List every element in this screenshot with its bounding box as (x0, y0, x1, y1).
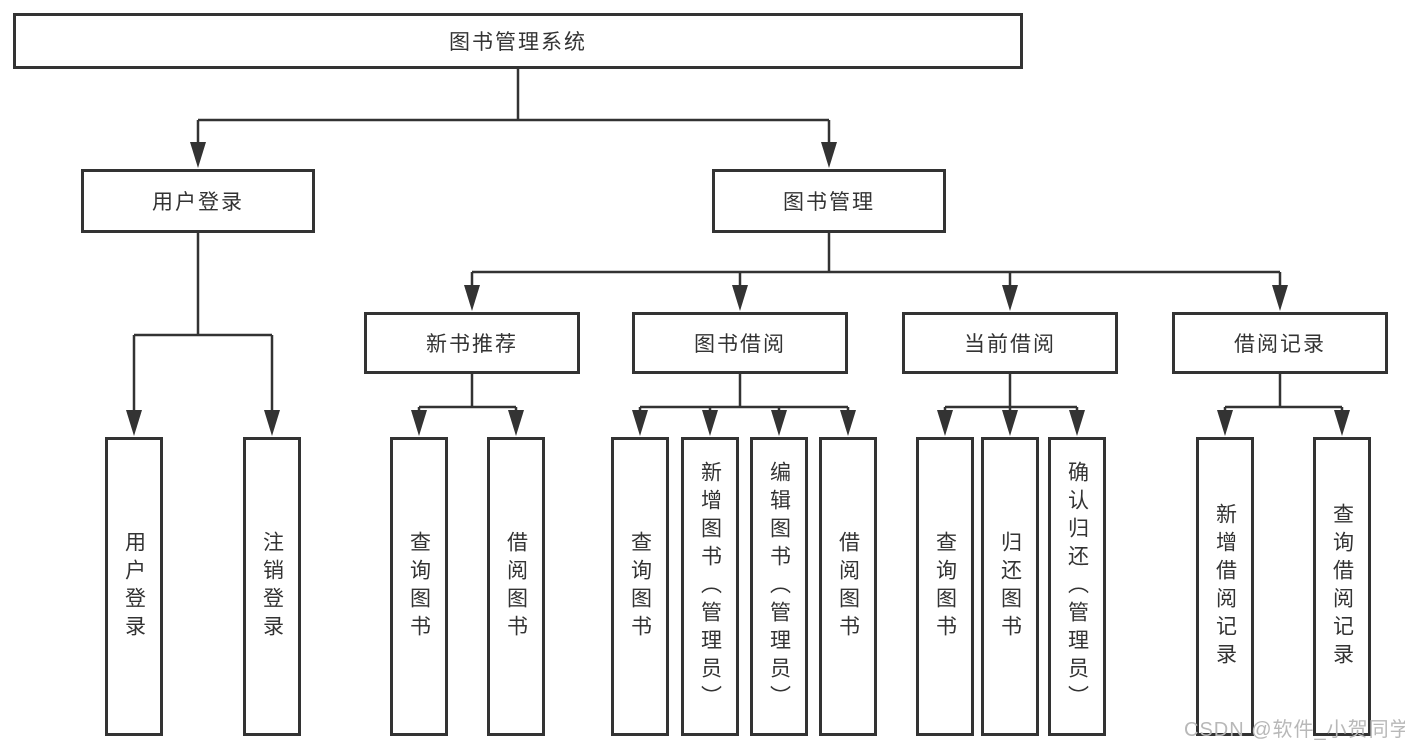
node-book-management-branch: 图书管理 (712, 169, 946, 233)
node-label: 用户登录 (122, 530, 146, 643)
leaf-current-return-books: 归还图书 (981, 437, 1039, 736)
node-label: 查询借阅记录 (1330, 502, 1354, 671)
leaf-current-query-books: 查询图书 (916, 437, 974, 736)
node-label: 查询图书 (407, 530, 431, 643)
leaf-borrowing-edit-books-admin: 编辑图书（管理员） (750, 437, 808, 736)
node-label: 归还图书 (998, 530, 1022, 643)
node-label: 新增图书（管理员） (698, 460, 722, 713)
node-label: 确认归还（管理员） (1065, 460, 1089, 713)
leaf-recommend-query-books: 查询图书 (390, 437, 448, 736)
leaf-borrowing-add-books-admin: 新增图书（管理员） (681, 437, 739, 736)
leaf-records-add-borrow-record: 新增借阅记录 (1196, 437, 1254, 736)
node-label: 图书管理 (783, 191, 875, 214)
node-label: 借阅记录 (1234, 333, 1326, 356)
leaf-borrowing-borrow-books: 借阅图书 (819, 437, 877, 736)
node-label: 用户登录 (152, 191, 244, 214)
node-user-login-branch: 用户登录 (81, 169, 315, 233)
node-label: 图书借阅 (694, 333, 786, 356)
leaf-borrowing-query-books: 查询图书 (611, 437, 669, 736)
node-label: 借阅图书 (504, 530, 528, 643)
node-book-borrowing: 图书借阅 (632, 312, 848, 374)
leaf-records-query-borrow-record: 查询借阅记录 (1313, 437, 1371, 736)
node-label: 图书管理系统 (449, 31, 587, 54)
leaf-recommend-borrow-books: 借阅图书 (487, 437, 545, 736)
node-label: 查询图书 (933, 530, 957, 643)
node-label: 借阅图书 (836, 530, 860, 643)
leaf-current-confirm-return-admin: 确认归还（管理员） (1048, 437, 1106, 736)
node-new-book-recommend: 新书推荐 (364, 312, 580, 374)
node-borrowing-records: 借阅记录 (1172, 312, 1388, 374)
leaf-logout: 注销登录 (243, 437, 301, 736)
node-label: 查询图书 (628, 530, 652, 643)
node-label: 注销登录 (260, 530, 284, 643)
node-label: 编辑图书（管理员） (767, 460, 791, 713)
csdn-watermark: CSDN @软件_小贺同学 (1184, 719, 1405, 741)
node-library-management-system: 图书管理系统 (13, 13, 1023, 69)
node-label: 新书推荐 (426, 333, 518, 356)
node-current-borrowing: 当前借阅 (902, 312, 1118, 374)
node-label: 新增借阅记录 (1213, 502, 1237, 671)
node-label: 当前借阅 (964, 333, 1056, 356)
leaf-user-login: 用户登录 (105, 437, 163, 736)
